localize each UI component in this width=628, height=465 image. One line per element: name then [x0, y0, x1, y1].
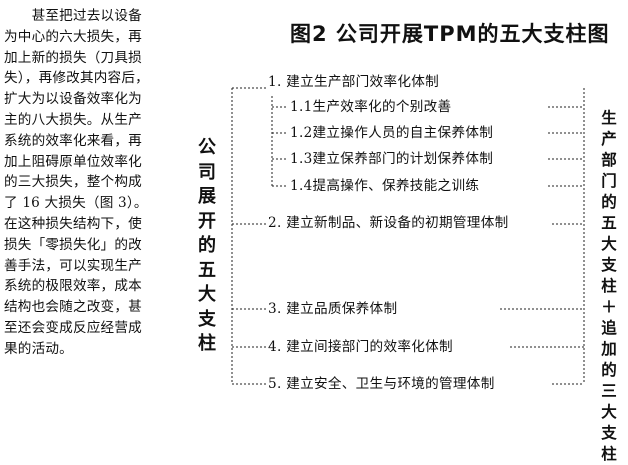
paragraph-line: 系统的极限效率，成本 — [4, 278, 142, 295]
paragraph-line: 为中心的六大损失，再 — [4, 28, 142, 45]
paragraph-line: 的三大损失，整个构成 — [4, 174, 142, 191]
pillar-4: 4. 建立间接部门的效率化体制 — [268, 339, 453, 355]
paragraph-line: 系统的效率化来看，再 — [4, 132, 142, 149]
paragraph-line: 了 16 大损失（图 3）。 — [4, 195, 148, 212]
paragraph-line: 失），再修改其内容后， — [4, 70, 149, 87]
paragraph-line: 扩大为以设备效率化为 — [4, 91, 142, 108]
bracket-lines — [231, 87, 585, 385]
sub-pillar-1-2: 1.2建立操作人员的自主保养体制 — [290, 125, 494, 141]
pillar-1: 1. 建立生产部门效率化体制 — [268, 74, 440, 90]
figure-title: 图2 公司开展TPM的五大支柱图 — [290, 22, 610, 46]
left-vertical-label: 公司展开的五大支柱 — [194, 136, 220, 357]
paragraph-line: 至还会变成反应经营成 — [4, 319, 142, 336]
paragraph-line: 甚至把过去以设备 — [4, 8, 142, 24]
paragraph-line: 在这种损失结构下，使 — [4, 215, 142, 232]
left-label-text: 公司展开的五大支柱 — [198, 137, 216, 354]
paragraph-line: 加上新的损失（刀具损 — [4, 49, 142, 66]
body-paragraph: 甚至把过去以设备为中心的六大损失，再加上新的损失（刀具损失），再修改其内容后， 扩… — [4, 6, 166, 360]
sub-pillar-1-3: 1.3建立保养部门的计划保养体制 — [290, 151, 494, 167]
paragraph-line: 主的八大损失。从生产 — [4, 111, 142, 128]
pillar-2: 2. 建立新制品、新设备的初期管理体制 — [268, 215, 509, 231]
sub-pillar-1-1: 1.1生产效率化的个别改善 — [290, 99, 452, 115]
paragraph-line: 损失「零损失化」的改 — [4, 236, 142, 253]
pillar-5: 5. 建立安全、卫生与环境的管理体制 — [268, 376, 495, 392]
pillar-3: 3. 建立品质保养体制 — [268, 301, 398, 317]
paragraph-line: 果的活动。 — [4, 340, 73, 357]
sub-pillar-1-4: 1.4提高操作、保养技能之训练 — [290, 178, 480, 194]
paragraph-line: 结构也会随之改变，甚 — [4, 299, 142, 316]
paragraph-line: 善手法，可以实现生产 — [4, 257, 142, 274]
paragraph-line: 加上阻碍原单位效率化 — [4, 153, 142, 170]
